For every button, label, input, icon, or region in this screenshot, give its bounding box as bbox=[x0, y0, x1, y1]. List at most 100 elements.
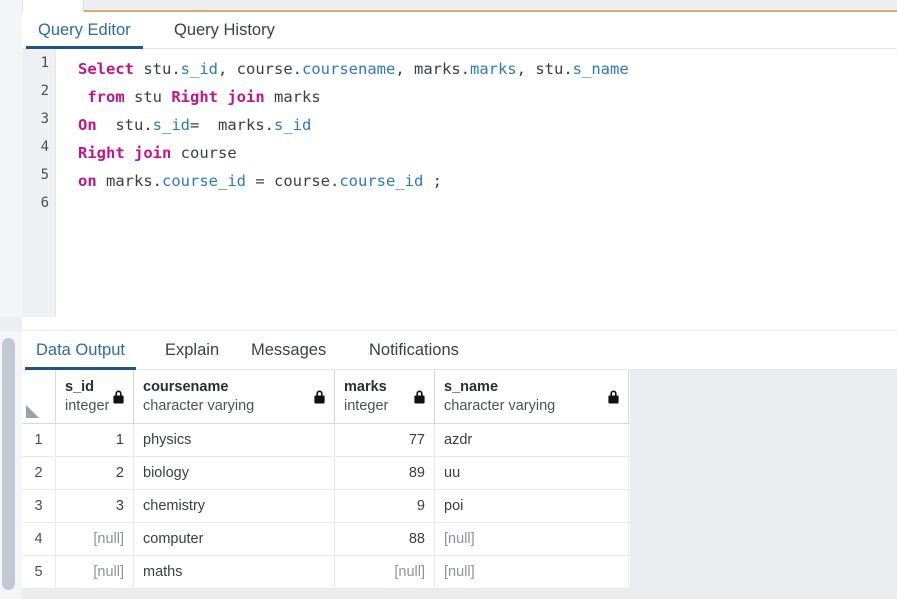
cell-s_name[interactable]: poi bbox=[435, 490, 629, 522]
cell-coursename[interactable]: chemistry bbox=[134, 490, 335, 522]
cell-value: 88 bbox=[408, 531, 425, 547]
sql-line: from stu Right join marks bbox=[78, 83, 320, 111]
tab-messages[interactable]: Messages bbox=[251, 341, 327, 359]
sql-keyword: Right join bbox=[171, 88, 265, 106]
tab-data-output[interactable]: Data Output bbox=[25, 331, 136, 370]
line-number: 3 bbox=[40, 111, 49, 127]
column-name: marks bbox=[344, 378, 387, 395]
sql-text: course bbox=[171, 144, 237, 162]
sql-identifier: marks bbox=[469, 60, 517, 78]
cell-value: 77 bbox=[408, 432, 425, 448]
table-row[interactable]: 4 [null] computer 88 [null] bbox=[22, 523, 630, 556]
cell-marks[interactable]: 9 bbox=[335, 490, 435, 522]
tab-explain[interactable]: Explain bbox=[165, 341, 220, 359]
cell-value: 1 bbox=[115, 432, 124, 448]
top-strip-left-pad bbox=[0, 0, 22, 12]
cell-s_name[interactable]: azdr bbox=[435, 424, 629, 456]
cell-value: maths bbox=[143, 564, 183, 580]
cell-value: [null] bbox=[444, 531, 475, 547]
cell-s_name[interactable]: uu bbox=[435, 457, 629, 489]
cell-s_name[interactable]: [null] bbox=[435, 556, 629, 588]
sql-code-area[interactable]: Select stu.s_id, course.coursename, mark… bbox=[56, 49, 897, 317]
sql-identifier: s_name bbox=[572, 60, 629, 78]
row-number[interactable]: 3 bbox=[22, 490, 56, 522]
sql-identifier: course_id bbox=[162, 172, 246, 190]
cell-marks[interactable]: 88 bbox=[335, 523, 435, 555]
sql-line: Select stu.s_id, course.coursename, mark… bbox=[78, 55, 629, 83]
select-all-corner-icon bbox=[26, 405, 39, 418]
line-number: 4 bbox=[40, 139, 49, 155]
splitter-left-pad bbox=[0, 317, 22, 331]
column-type: character varying bbox=[444, 397, 556, 414]
cell-value: [null] bbox=[93, 531, 124, 547]
cell-value: poi bbox=[444, 498, 464, 514]
tab-query-history[interactable]: Query History bbox=[174, 21, 275, 39]
row-number[interactable]: 5 bbox=[22, 556, 56, 588]
select-all-corner[interactable] bbox=[22, 370, 56, 423]
sql-text: , course. bbox=[218, 60, 302, 78]
lock-icon bbox=[608, 390, 619, 403]
cell-s_id[interactable]: 3 bbox=[56, 490, 134, 522]
cell-marks[interactable]: [null] bbox=[335, 556, 435, 588]
sql-text: , marks. bbox=[395, 60, 470, 78]
tab-query-editor[interactable]: Query Editor bbox=[26, 12, 143, 49]
line-number: 5 bbox=[40, 167, 49, 183]
sql-identifier: s_id bbox=[152, 116, 190, 134]
cell-s_id[interactable]: 1 bbox=[56, 424, 134, 456]
row-number[interactable]: 2 bbox=[22, 457, 56, 489]
column-header-marks[interactable]: marks integer bbox=[335, 370, 435, 423]
cell-coursename[interactable]: computer bbox=[134, 523, 335, 555]
cell-value: [null] bbox=[444, 564, 475, 580]
sql-text: marks. bbox=[96, 172, 162, 190]
cell-coursename[interactable]: maths bbox=[134, 556, 335, 588]
table-row[interactable]: 1 1 physics 77 azdr bbox=[22, 424, 630, 457]
column-name: s_name bbox=[444, 378, 499, 395]
sql-keyword: Right join bbox=[78, 144, 172, 162]
sql-line: on marks.course_id = course.course_id ; bbox=[78, 167, 442, 195]
sql-keyword: Select bbox=[78, 60, 134, 78]
cell-s_id[interactable]: [null] bbox=[56, 523, 134, 555]
column-type: integer bbox=[344, 397, 389, 414]
cell-s_name[interactable]: [null] bbox=[435, 523, 629, 555]
tab-notifications[interactable]: Notifications bbox=[369, 341, 459, 359]
column-name: s_id bbox=[65, 378, 95, 395]
column-header-s_name[interactable]: s_name character varying bbox=[435, 370, 629, 423]
sql-text: = course. bbox=[246, 172, 340, 190]
sql-text: , stu. bbox=[516, 60, 573, 78]
cell-s_id[interactable]: [null] bbox=[56, 556, 134, 588]
line-number: 2 bbox=[40, 83, 49, 99]
partial-browser-tab[interactable] bbox=[22, 0, 84, 12]
column-name: coursename bbox=[143, 378, 229, 395]
cell-marks[interactable]: 77 bbox=[335, 424, 435, 456]
results-vertical-scrollbar[interactable] bbox=[2, 338, 15, 590]
cell-coursename[interactable]: physics bbox=[134, 424, 335, 456]
cell-value: 3 bbox=[115, 498, 124, 514]
row-number[interactable]: 4 bbox=[22, 523, 56, 555]
sql-identifier: course_id bbox=[339, 172, 424, 190]
lock-icon bbox=[414, 390, 425, 403]
sql-keyword: from bbox=[87, 88, 125, 106]
line-number: 6 bbox=[40, 195, 49, 211]
cell-value: 89 bbox=[408, 465, 425, 481]
cell-value: uu bbox=[444, 465, 461, 481]
cell-value: azdr bbox=[444, 432, 473, 448]
row-number[interactable]: 1 bbox=[22, 424, 56, 456]
cell-marks[interactable]: 89 bbox=[335, 457, 435, 489]
sql-text: stu. bbox=[96, 116, 153, 134]
sql-identifier: s_id bbox=[180, 60, 218, 78]
panel-splitter[interactable] bbox=[22, 317, 897, 331]
table-row[interactable]: 5[null]maths[null][null] bbox=[22, 556, 630, 589]
sql-editor[interactable]: 1 2 3 4 5 6 Select stu.s_id, course.coursenam… bbox=[22, 49, 897, 317]
cell-coursename[interactable]: biology bbox=[134, 457, 335, 489]
cell-s_id[interactable]: 2 bbox=[56, 457, 134, 489]
line-number: 1 bbox=[40, 55, 49, 71]
sql-text bbox=[78, 88, 87, 106]
cell-value: computer bbox=[143, 531, 204, 547]
